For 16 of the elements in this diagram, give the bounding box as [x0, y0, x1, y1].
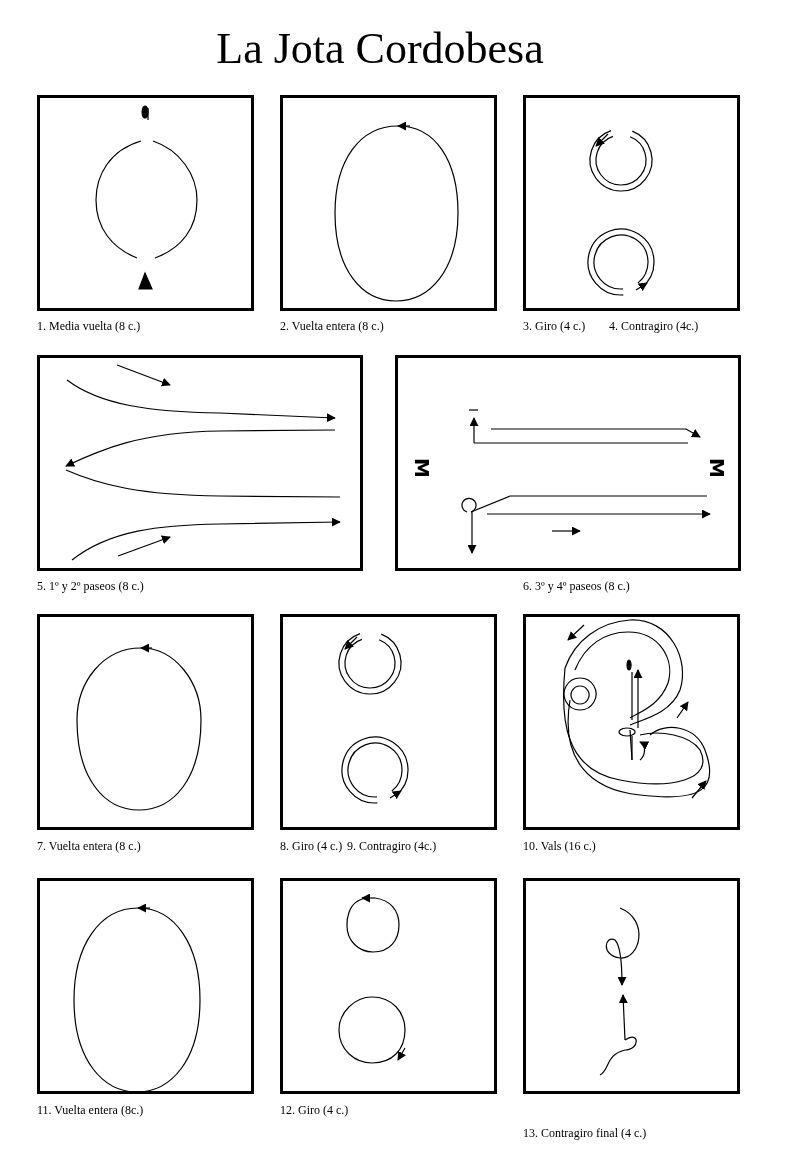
panel-caption: 2. Vuelta entera (8 c.) [280, 319, 384, 334]
panel-caption: 9. Contragiro (4c.) [347, 839, 437, 854]
panel-caption: 13. Contragiro final (4 c.) [523, 1126, 647, 1141]
panel-caption: 11. Vuelta entera (8c.) [37, 1103, 144, 1118]
title: La Jota Cordobesa [215, 24, 545, 74]
panel-caption: 7. Vuelta entera (8 c.) [37, 839, 141, 854]
panel-caption: 5. 1º y 2º paseos (8 c.) [37, 579, 144, 594]
position-letter: M [706, 458, 727, 478]
panel-caption: 8. Giro (4 c.) [280, 839, 343, 854]
panel-caption: 1. Media vuelta (8 c.) [37, 319, 141, 334]
panel-caption: 10. Vals (16 c.) [523, 839, 596, 854]
panel-caption: 3. Giro (4 c.) [523, 319, 586, 334]
panel-caption: 6. 3º y 4º paseos (8 c.) [523, 579, 630, 594]
position-letter: M [411, 458, 432, 478]
panel-caption: 12. Giro (4 c.) [280, 1103, 349, 1118]
panel-caption: 4. Contragiro (4c.) [609, 319, 699, 334]
